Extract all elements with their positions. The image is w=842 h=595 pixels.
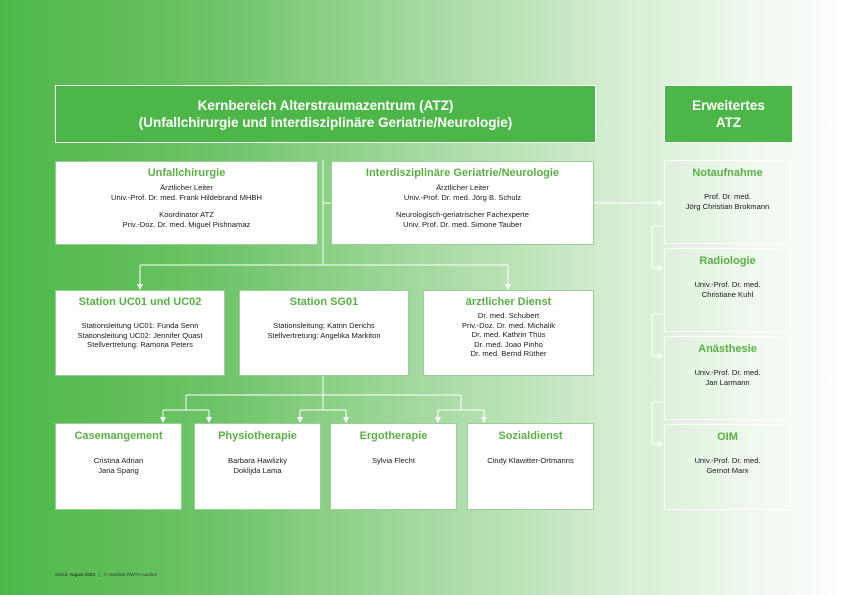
- notaufnahme-box: Notaufnahme Prof. Dr. med. Jörg Christia…: [664, 160, 791, 244]
- unfallchirurgie-name2: Priv.-Doz. Dr. med. Miguel Pishnamaz: [122, 219, 251, 229]
- station-sg-line2: Stellvertretung: Angelika Markiton: [267, 330, 381, 340]
- geriatrie-role1: Ärztlicher Leiter: [436, 183, 489, 192]
- aerztlicher-dienst-line2: Priv.-Doz. Dr. med. Michalik: [461, 320, 556, 330]
- main-header-line2: (Unfallchirurgie und interdisziplinäre G…: [138, 115, 513, 130]
- radiologie-line1: Univ.-Prof. Dr. med.: [694, 280, 761, 289]
- footer-stand-label: Stand:: [55, 572, 69, 577]
- physiotherapie-line1: Barbara Hawlizky: [227, 456, 288, 465]
- station-uc-line1: Stationsleitung UC01: Funda Senn: [81, 321, 199, 330]
- physiotherapie-box: Physiotherapie Barbara Hawlizky Doklijda…: [194, 423, 321, 510]
- ergotherapie-box: Ergotherapie Sylvia Flecht: [330, 423, 457, 510]
- aerztlicher-dienst-line5: Dr. med. Bernd Rüther: [470, 349, 547, 359]
- extended-header-line1: Erweitertes: [692, 98, 765, 113]
- anaesthesie-line1: Univ.-Prof. Dr. med.: [694, 368, 761, 377]
- physiotherapie-line2: Doklijda Lama: [233, 465, 282, 475]
- notaufnahme-title: Notaufnahme: [692, 167, 763, 179]
- geriatrie-box: Interdisziplinäre Geriatrie/Neurologie Ä…: [331, 161, 594, 245]
- aerztlicher-dienst-title: ärztlicher Dienst: [465, 296, 552, 308]
- aerztlicher-dienst-line4: Dr. med. Joao Pinho: [474, 339, 543, 349]
- aerztlicher-dienst-box: ärztlicher Dienst Dr. med. Schubert Priv…: [423, 290, 594, 376]
- geriatrie-title: Interdisziplinäre Geriatrie/Neurologie: [365, 167, 560, 179]
- main-header: Kernbereich Alterstraumazentrum (ATZ) (U…: [55, 85, 596, 143]
- casemanagement-title: Casemangement: [74, 430, 163, 442]
- anaesthesie-box: Anästhesie Univ.-Prof. Dr. med. Jan Larm…: [664, 336, 791, 420]
- oim-line1: Univ.-Prof. Dr. med.: [694, 456, 761, 465]
- oim-line2: Gernot Marx: [706, 465, 749, 475]
- unfallchirurgie-role1: Ärztlicher Leiter: [160, 183, 213, 192]
- unfallchirurgie-box: Unfallchirurgie Ärztlicher Leiter Univ.-…: [55, 161, 318, 245]
- station-sg-title: Station SG01: [289, 296, 359, 308]
- casemanagement-line1: Cristina Adrian: [93, 456, 144, 465]
- main-header-line1: Kernbereich Alterstraumazentrum (ATZ): [197, 98, 454, 113]
- notaufnahme-line1: Prof. Dr. med.: [704, 192, 751, 201]
- station-uc-line3: Stellvertretung: Ramona Peters: [87, 340, 193, 350]
- unfallchirurgie-title: Unfallchirurgie: [147, 167, 226, 179]
- aerztlicher-dienst-line1: Dr. med. Schubert: [477, 311, 540, 320]
- anaesthesie-line2: Jan Larmann: [705, 377, 750, 387]
- geriatrie-name2: Univ. Prof. Dr. med. Simone Tauber: [403, 219, 522, 229]
- radiologie-line2: Christiane Kuhl: [701, 289, 754, 299]
- oim-box: OIM Univ.-Prof. Dr. med. Gernot Marx: [664, 424, 791, 510]
- aerztlicher-dienst-line3: Dr. med. Kathrin Thüs: [471, 330, 546, 340]
- footer: Stand: August 2024 | © Uniklinik RWTH Aa…: [55, 572, 158, 577]
- ergotherapie-title: Ergotherapie: [359, 430, 428, 442]
- physiotherapie-title: Physiotherapie: [218, 430, 297, 442]
- station-sg-line1: Stationsleitung: Katrin Derichs: [273, 321, 375, 330]
- geriatrie-name1: Univ.-Prof. Dr. med. Jörg B. Schulz: [403, 192, 522, 202]
- station-uc-title: Station UC01 und UC02: [78, 296, 202, 308]
- unfallchirurgie-role2: Koordinator ATZ: [159, 210, 214, 220]
- station-sg-box: Station SG01 Stationsleitung: Katrin Der…: [239, 290, 409, 376]
- casemanagement-box: Casemangement Cristina Adrian Jana Spang: [55, 423, 182, 510]
- station-uc-line2: Stationsleitung UC02: Jennifer Quast: [77, 330, 203, 340]
- extended-header-line2: ATZ: [715, 115, 742, 130]
- notaufnahme-line2: Jörg Christian Brokmann: [685, 201, 770, 211]
- footer-stand-value: August 2024: [69, 572, 96, 577]
- sozialdienst-box: Sozialdienst Cindy Klawitter-Ortmanns: [467, 423, 594, 510]
- sozialdienst-line1: Cindy Klawitter-Ortmanns: [487, 456, 574, 465]
- anaesthesie-title: Anästhesie: [698, 343, 757, 355]
- radiologie-title: Radiologie: [699, 255, 756, 267]
- radiologie-box: Radiologie Univ.-Prof. Dr. med. Christia…: [664, 248, 791, 332]
- casemanagement-line2: Jana Spang: [98, 465, 139, 475]
- footer-copyright: © Uniklinik RWTH Aachen: [103, 572, 158, 577]
- station-uc-box: Station UC01 und UC02 Stationsleitung UC…: [55, 290, 225, 376]
- oim-title: OIM: [717, 431, 738, 443]
- geriatrie-role2: Neurologisch-geriatrischer Fachexperte: [396, 210, 529, 220]
- extended-header: Erweitertes ATZ: [664, 85, 793, 143]
- sozialdienst-title: Sozialdienst: [498, 430, 563, 442]
- unfallchirurgie-name1: Univ.-Prof. Dr. med. Frank Hildebrand MH…: [111, 192, 262, 202]
- ergotherapie-line1: Sylvia Flecht: [371, 456, 416, 465]
